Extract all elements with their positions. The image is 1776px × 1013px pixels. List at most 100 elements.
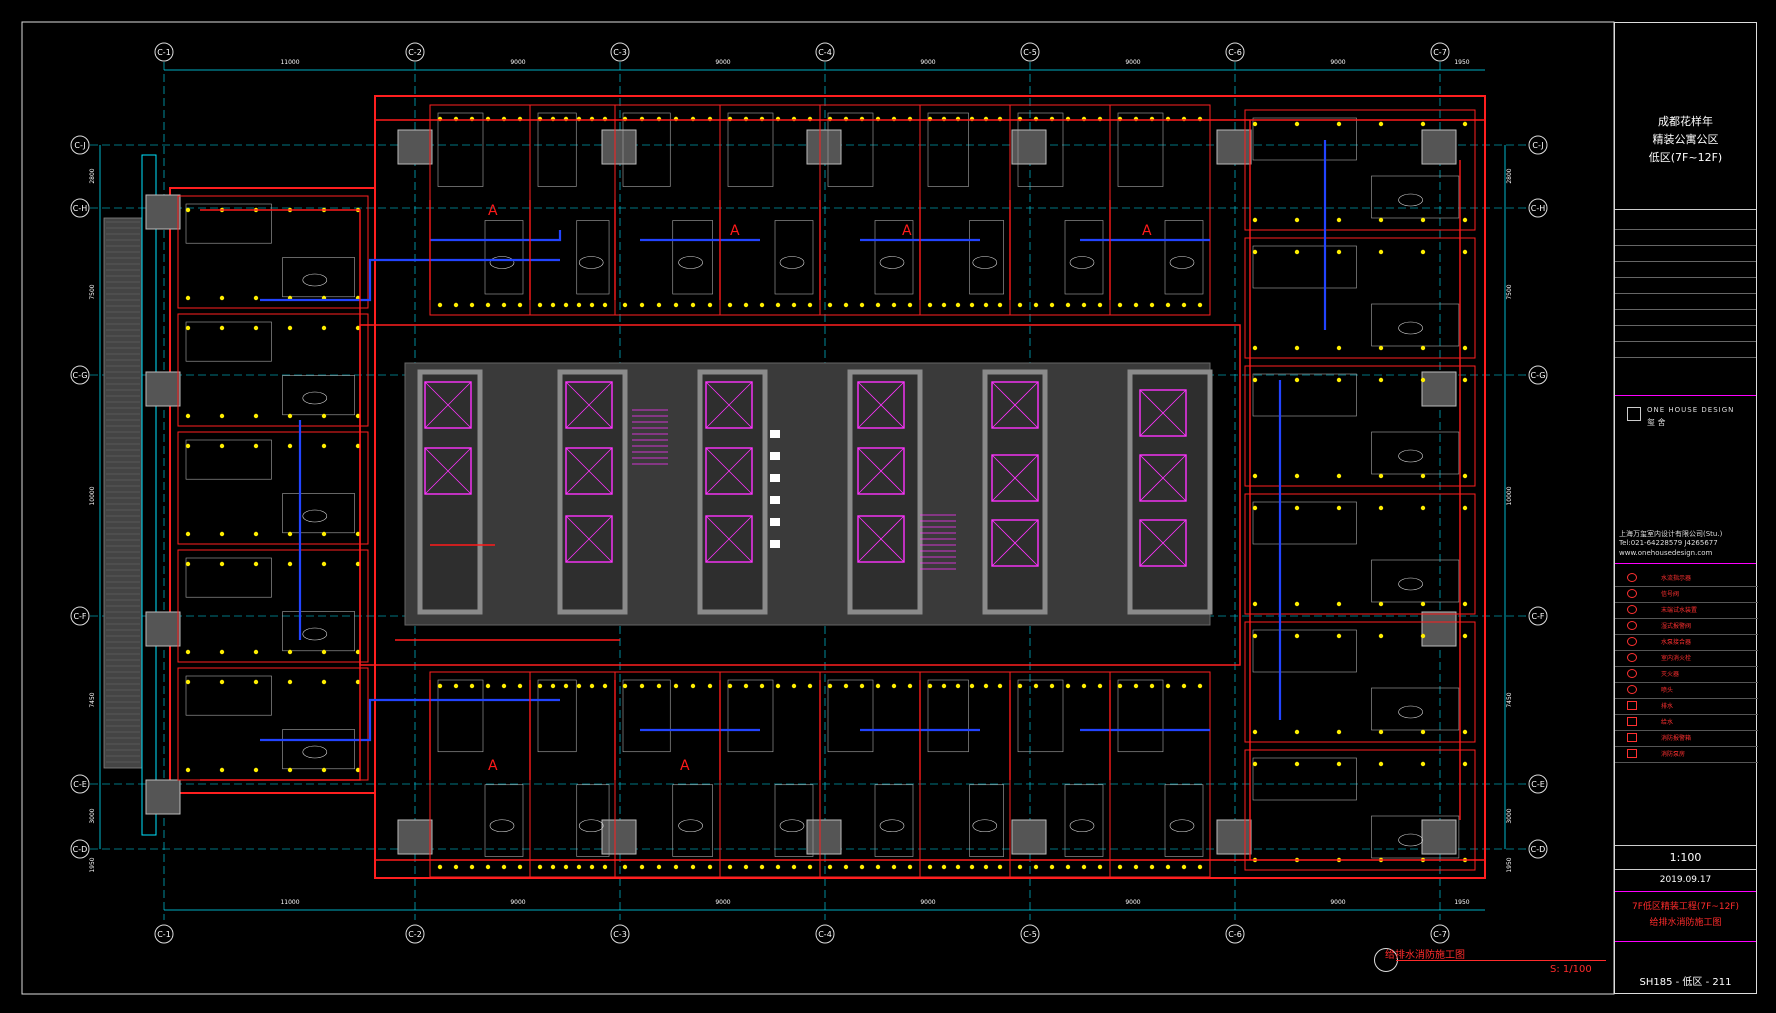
sprinkler-mark — [576, 864, 582, 870]
sprinkler-mark — [1165, 302, 1171, 308]
grid-label-row: C-D — [73, 845, 88, 854]
bathtub-outline — [1398, 577, 1423, 591]
unit-outline — [1244, 365, 1476, 487]
grid-bubble-column — [610, 42, 630, 62]
water-pipe-blue — [430, 230, 562, 242]
grid-label-column: C-5 — [1023, 930, 1037, 939]
grid-label-row: C-G — [73, 371, 88, 380]
bathtub-outline — [302, 509, 328, 523]
elevator-cross — [1139, 389, 1187, 437]
legend-item: 排水 — [1615, 699, 1758, 715]
sprinkler-mark — [1033, 683, 1039, 689]
bathtub-outline — [1169, 256, 1195, 269]
sprinkler-mark — [622, 302, 628, 308]
sprinkler-mark — [707, 302, 713, 308]
sprinkler-pipe-red — [429, 200, 1111, 300]
bedroom-outline — [827, 679, 874, 753]
bathtub-outline — [678, 819, 703, 833]
bathroom-outline — [1164, 784, 1204, 857]
bedroom-outline — [437, 679, 484, 753]
legend-item: 消防泵房 — [1615, 747, 1758, 763]
elevator-car — [991, 381, 1039, 429]
legend-item: 室内消火栓 — [1615, 651, 1758, 667]
bathtub-outline — [489, 819, 515, 833]
toilet-fixture — [770, 540, 780, 548]
sprinkler-mark — [1336, 377, 1342, 383]
grid-bubble-row — [1528, 839, 1548, 859]
sprinkler-mark — [1017, 864, 1023, 870]
unit-outline — [1244, 109, 1476, 231]
sprinkler-mark — [983, 683, 989, 689]
dimension-text: 1950 — [1454, 899, 1469, 906]
sprinkler-mark — [1336, 345, 1342, 351]
sprinkler-mark — [969, 302, 975, 308]
sprinkler-mark — [1378, 377, 1384, 383]
bathroom-outline — [484, 220, 524, 295]
grid-label-column: C-6 — [1228, 930, 1242, 939]
grid-bubble-row — [70, 365, 90, 385]
bathroom-outline — [576, 784, 610, 857]
grid-bubble-column — [1225, 42, 1245, 62]
grid-label-column: C-2 — [408, 48, 422, 57]
bedroom-outline — [1252, 629, 1357, 673]
sprinkler-mark — [1149, 302, 1155, 308]
grid-label-column: C-6 — [1228, 48, 1242, 57]
sprinkler-mark — [219, 295, 225, 301]
grid-bubble-row — [70, 839, 90, 859]
legend-circle-icon — [1627, 669, 1637, 678]
sprinkler-mark — [1133, 302, 1139, 308]
sprinkler-mark — [707, 683, 713, 689]
pipe-network — [200, 119, 1485, 861]
sprinkler-mark — [185, 767, 191, 773]
bedroom-outline — [185, 439, 272, 480]
sprinkler-mark — [759, 302, 765, 308]
sprinkler-mark — [1420, 345, 1426, 351]
unit-outline — [177, 667, 369, 781]
elevator-car — [424, 381, 472, 429]
elevator-car — [1139, 389, 1187, 437]
grid-bubble-row — [70, 135, 90, 155]
unit-outline — [1244, 493, 1476, 615]
dimension-text: 9000 — [1125, 899, 1140, 906]
grid-bubble-column — [1020, 924, 1040, 944]
sprinkler-mark — [656, 864, 662, 870]
sprinkler-mark — [185, 649, 191, 655]
bathroom-outline — [774, 220, 814, 295]
structural-column — [806, 819, 842, 855]
bathroom-outline — [282, 611, 355, 652]
sprinkler-mark — [1420, 473, 1426, 479]
sprinkler-mark — [185, 207, 191, 213]
dimension-text: 3000 — [1506, 808, 1513, 823]
sprinkler-mark — [219, 679, 225, 685]
elevator-shaft — [697, 369, 768, 615]
legend-label: 水泵接合器 — [1661, 639, 1692, 646]
bathroom-outline — [1371, 815, 1460, 859]
elevator-car — [705, 515, 753, 563]
sprinkler-mark — [602, 864, 608, 870]
sprinkler-mark — [690, 302, 696, 308]
sprinkler-mark — [537, 683, 543, 689]
bedroom-outline — [927, 679, 969, 753]
sprinkler-mark — [1181, 864, 1187, 870]
bathroom-outline — [1371, 431, 1460, 475]
grid-bubble-column — [405, 924, 425, 944]
sprinkler-mark — [807, 683, 813, 689]
sprinkler-mark — [1017, 302, 1023, 308]
sprinkler-mark — [1252, 217, 1258, 223]
dimension-text: 9000 — [715, 59, 730, 66]
bathtub-outline — [1069, 256, 1095, 269]
legend-circle-icon — [1627, 621, 1637, 630]
elevator-car — [857, 515, 905, 563]
sprinkler-mark — [1181, 683, 1187, 689]
sprinkler-mark — [1252, 505, 1258, 511]
elevator-car — [991, 519, 1039, 567]
dimension-text: 9000 — [1125, 59, 1140, 66]
sprinkler-mark — [1336, 217, 1342, 223]
bathroom-outline — [282, 375, 355, 416]
sprinkler-mark — [1033, 302, 1039, 308]
structural-column — [1421, 371, 1457, 407]
sprinkler-mark — [1294, 217, 1300, 223]
sprinkler-mark — [485, 864, 491, 870]
sprinkler-mark — [759, 864, 765, 870]
sprinkler-mark — [1252, 633, 1258, 639]
